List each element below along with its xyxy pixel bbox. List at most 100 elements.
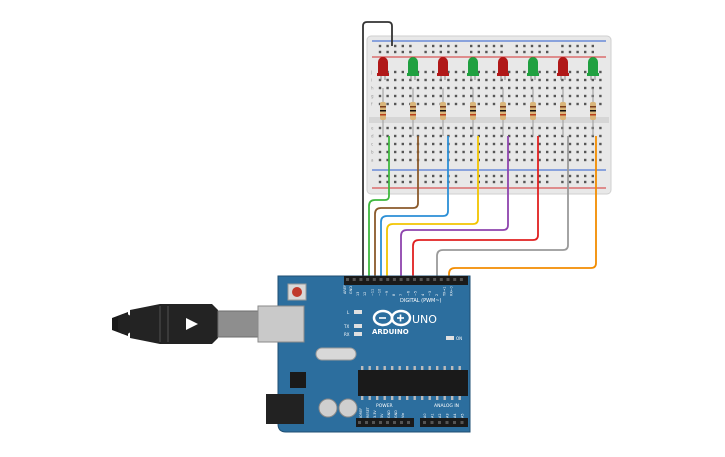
led-green[interactable]: [588, 57, 598, 74]
breadboard-hole: [409, 86, 412, 90]
row-letter: d: [371, 134, 374, 139]
header-pin[interactable]: [445, 421, 449, 424]
breadboard-hole: [591, 44, 594, 48]
breadboard-hole: [401, 180, 404, 184]
breadboard-hole: [439, 150, 442, 154]
arduino-uno-board[interactable]: L TX RX ON ARDUINO UNO DIGITAL (PWM~) PO…: [257, 275, 471, 433]
row-letter: h: [371, 86, 374, 91]
breadboard-hole: [394, 94, 397, 98]
usb-plug-metal: [217, 310, 259, 338]
header-pin[interactable]: [446, 278, 450, 281]
breadboard-hole: [485, 142, 488, 146]
header-pin[interactable]: [426, 278, 430, 281]
header-pin[interactable]: [379, 421, 382, 424]
header-pin[interactable]: [430, 421, 434, 424]
resistor-band: [410, 110, 416, 112]
led-red[interactable]: [378, 57, 388, 74]
wire-pin-10[interactable]: [386, 136, 479, 280]
breadboard-hole: [561, 78, 564, 82]
pin-label: 7: [399, 294, 403, 296]
breadboard-hole: [591, 150, 594, 154]
wire-pin-12[interactable]: [374, 136, 419, 280]
led-red[interactable]: [498, 57, 508, 74]
led-red[interactable]: [438, 57, 448, 74]
reset-button-cap[interactable]: [292, 287, 302, 297]
breadboard-hole: [584, 142, 587, 146]
header-pin[interactable]: [346, 278, 349, 281]
breadboard-hole: [386, 78, 389, 82]
header-pin[interactable]: [407, 421, 410, 424]
pin-label: A1: [431, 414, 435, 418]
breadboard-hole: [432, 142, 435, 146]
header-pin[interactable]: [386, 421, 389, 424]
header-pin[interactable]: [438, 421, 441, 424]
header-pin[interactable]: [413, 278, 416, 281]
header-pin[interactable]: [459, 278, 463, 281]
breadboard-hole: [439, 158, 442, 162]
header-pin[interactable]: [453, 278, 457, 281]
header-pin[interactable]: [393, 421, 396, 424]
breadboard-hole: [538, 102, 541, 106]
breadboard-hole: [599, 86, 602, 90]
header-pin[interactable]: [366, 278, 370, 281]
header-pin[interactable]: [423, 421, 426, 424]
wire-pin-8[interactable]: [412, 136, 539, 280]
header-pin[interactable]: [406, 278, 410, 281]
header-pin[interactable]: [419, 278, 423, 281]
breadboard-hole: [454, 102, 458, 106]
resistor-group: [380, 88, 596, 136]
header-pin[interactable]: [386, 278, 390, 281]
breadboard-hole: [492, 158, 496, 162]
breadboard-hole: [432, 86, 435, 90]
wire-pin-6[interactable]: [448, 136, 597, 280]
header-pin[interactable]: [365, 421, 368, 424]
header-pin[interactable]: [352, 278, 356, 281]
breadboard-hole: [416, 126, 420, 130]
header-pin[interactable]: [433, 278, 437, 281]
pin-label: ~6: [406, 291, 410, 296]
breadboard-hole: [523, 158, 526, 162]
header-pin[interactable]: [439, 278, 443, 281]
breadboard-hole: [492, 70, 496, 74]
breadboard-hole: [538, 126, 541, 130]
header-pin[interactable]: [359, 278, 363, 281]
wire-pin-13[interactable]: [368, 136, 390, 280]
header-pin[interactable]: [399, 278, 403, 281]
header-pin[interactable]: [453, 421, 456, 424]
breadboard-hole: [599, 94, 602, 98]
wire-pin-GND[interactable]: [362, 21, 393, 280]
header-pin[interactable]: [372, 278, 376, 281]
breadboard-hole: [485, 158, 488, 162]
header-pin[interactable]: [460, 421, 464, 424]
wire-pin-11[interactable]: [380, 136, 449, 280]
header-pin[interactable]: [379, 278, 383, 281]
led-green[interactable]: [528, 57, 538, 74]
breadboard-hole: [454, 86, 458, 90]
header-pin[interactable]: [400, 421, 403, 424]
breadboard-hole: [538, 142, 541, 146]
breadboard-hole: [599, 102, 602, 106]
breadboard-hole: [500, 142, 503, 146]
led-green[interactable]: [468, 57, 478, 74]
header-pin[interactable]: [372, 421, 375, 424]
chip-pin: [421, 396, 424, 400]
breadboard-hole: [576, 94, 579, 98]
led-green[interactable]: [408, 57, 418, 74]
resistor-band: [380, 106, 386, 108]
breadboard-hole: [432, 102, 435, 106]
usb-cable[interactable]: [112, 304, 259, 344]
header-pin[interactable]: [358, 421, 361, 424]
header-pin[interactable]: [392, 278, 396, 281]
brand-name: ARDUINO: [372, 328, 409, 336]
wire-pin-7[interactable]: [436, 136, 569, 280]
resistor-band: [530, 106, 536, 108]
breadboard-hole: [378, 142, 382, 146]
breadboard-hole: [409, 180, 412, 184]
usb-symbol-icon: [186, 318, 198, 330]
wire-pin-9[interactable]: [400, 136, 509, 280]
breadboard-hole: [561, 134, 564, 138]
led-red[interactable]: [558, 57, 568, 74]
breadboard-hole: [485, 94, 488, 98]
breadboard-hole: [546, 70, 549, 74]
